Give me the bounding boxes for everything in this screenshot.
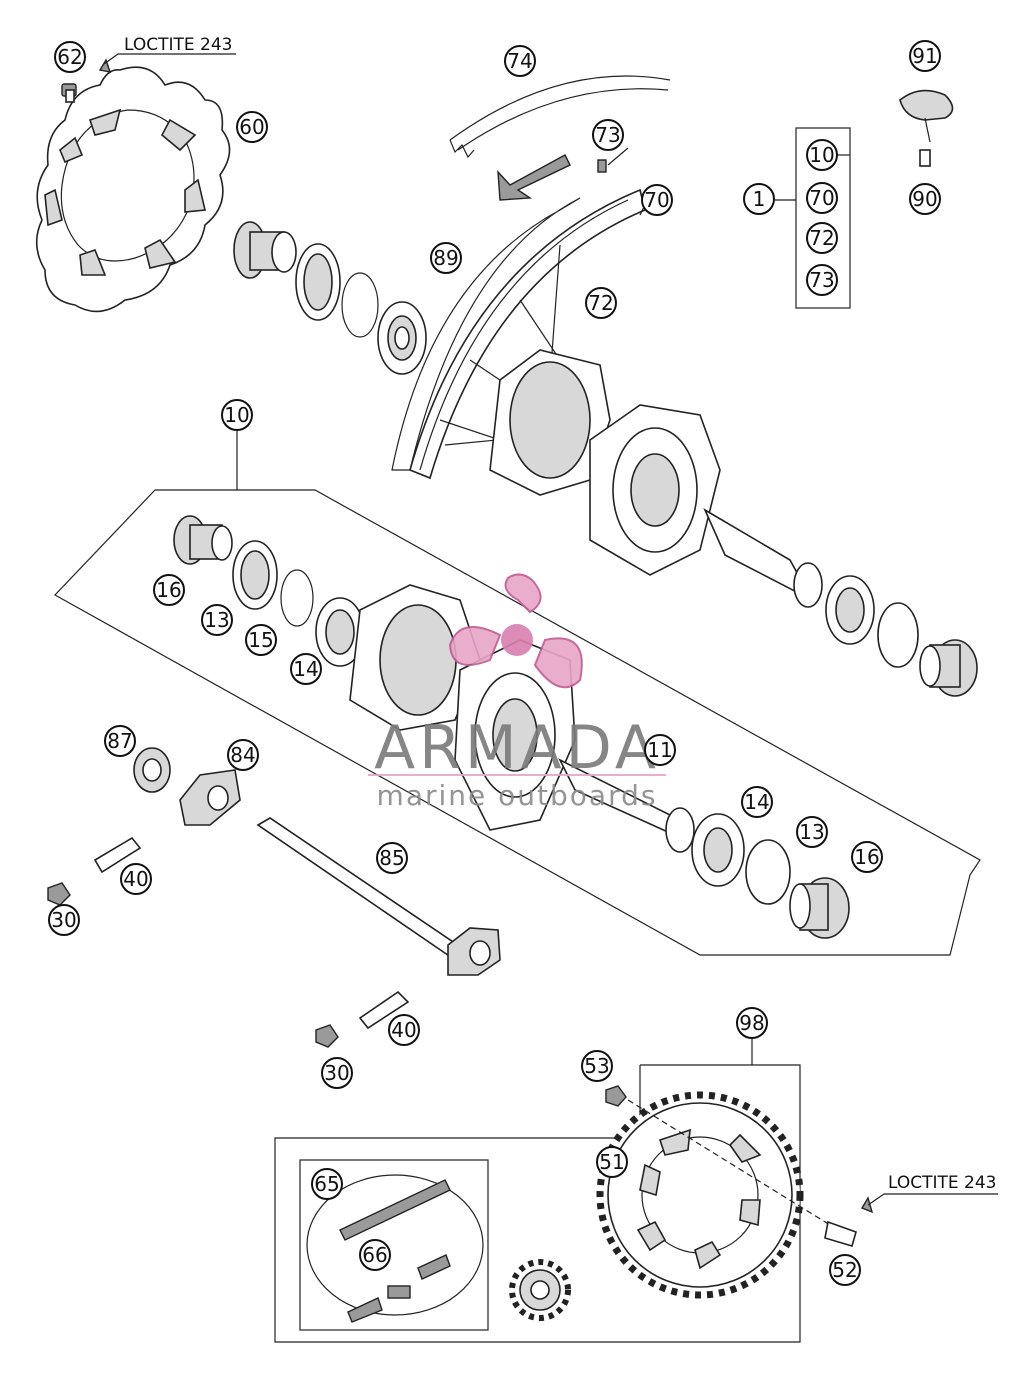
svg-text:85: 85 <box>379 846 404 870</box>
callout-k10: 10 <box>806 139 838 171</box>
loctite-note-top: LOCTITE 243 <box>124 35 233 55</box>
callout-c66: 66 <box>359 1239 391 1271</box>
svg-text:84: 84 <box>230 743 255 767</box>
propeller-petal-right <box>533 637 583 689</box>
loctite-leader-bottom <box>867 1193 998 1206</box>
small-parts-top-right <box>775 89 954 309</box>
callout-c90: 90 <box>909 183 941 215</box>
propeller-logo <box>448 573 583 689</box>
callout-c30b: 30 <box>321 1057 353 1089</box>
callout-c30a: 30 <box>48 904 80 936</box>
propeller-hub <box>501 624 533 656</box>
callout-c98: 98 <box>736 1007 768 1039</box>
callout-c65: 65 <box>311 1168 343 1200</box>
callout-c89: 89 <box>430 242 462 274</box>
svg-text:10: 10 <box>809 143 834 167</box>
kit-box-1 <box>795 127 851 309</box>
callout-c14b: 14 <box>741 786 773 818</box>
svg-text:89: 89 <box>433 246 458 270</box>
svg-text:90: 90 <box>912 187 937 211</box>
callout-c11: 11 <box>644 734 676 766</box>
watermark-brand: ARMADA <box>374 713 660 783</box>
lower-hub-components <box>173 515 850 939</box>
chain-box-65 <box>299 1159 489 1331</box>
svg-text:13: 13 <box>799 820 824 844</box>
svg-text:87: 87 <box>107 729 132 753</box>
svg-text:91: 91 <box>912 44 937 68</box>
callout-c60: 60 <box>236 111 268 143</box>
svg-text:14: 14 <box>293 657 318 681</box>
svg-text:11: 11 <box>647 738 672 762</box>
callout-c40b: 40 <box>388 1014 420 1046</box>
callout-c1: 1 <box>743 183 775 215</box>
watermark-tagline: marine outboards <box>377 779 658 812</box>
svg-text:98: 98 <box>739 1011 764 1035</box>
armada-watermark: ARMADA marine outboards <box>368 573 666 812</box>
callout-c91: 91 <box>909 40 941 72</box>
callout-c16b: 16 <box>851 841 883 873</box>
callout-c52: 52 <box>829 1254 861 1286</box>
upper-hub-components <box>233 221 427 375</box>
svg-text:51: 51 <box>599 1150 624 1174</box>
callout-c40a: 40 <box>120 863 152 895</box>
svg-text:60: 60 <box>239 115 264 139</box>
propeller-petal-top <box>504 573 542 614</box>
callout-k73: 73 <box>806 264 838 296</box>
svg-text:62: 62 <box>57 45 82 69</box>
loctite-leader-top <box>103 53 236 65</box>
callout-c53: 53 <box>581 1050 613 1082</box>
callout-c51: 51 <box>596 1146 628 1178</box>
callout-c10: 10 <box>221 399 253 431</box>
upper-hub-assembly <box>489 349 978 697</box>
svg-text:40: 40 <box>391 1018 416 1042</box>
propeller-petal-left <box>448 626 502 666</box>
loctite-note-bottom: LOCTITE 243 <box>888 1173 997 1193</box>
callout-c70a: 70 <box>641 184 673 216</box>
callout-c13b: 13 <box>796 816 828 848</box>
brake-disc-60 <box>35 58 231 313</box>
svg-text:30: 30 <box>51 908 76 932</box>
svg-text:70: 70 <box>644 188 669 212</box>
callout-c85: 85 <box>376 842 408 874</box>
callout-k70: 70 <box>806 182 838 214</box>
svg-text:1: 1 <box>753 187 766 211</box>
callout-c84: 84 <box>227 739 259 771</box>
svg-text:73: 73 <box>809 268 834 292</box>
svg-text:73: 73 <box>595 123 620 147</box>
svg-text:72: 72 <box>809 226 834 250</box>
svg-text:13: 13 <box>204 608 229 632</box>
svg-text:10: 10 <box>224 403 249 427</box>
drive-parts <box>274 1038 874 1343</box>
callout-c16a: 16 <box>153 574 185 606</box>
callout-k72: 72 <box>806 222 838 254</box>
svg-text:16: 16 <box>156 578 181 602</box>
svg-text:30: 30 <box>324 1061 349 1085</box>
svg-text:53: 53 <box>584 1054 609 1078</box>
callout-c15: 15 <box>245 624 277 656</box>
svg-text:66: 66 <box>362 1243 387 1267</box>
svg-text:40: 40 <box>123 867 148 891</box>
svg-text:65: 65 <box>314 1172 339 1196</box>
callout-c13a: 13 <box>201 604 233 636</box>
callout-c73a: 73 <box>592 119 624 151</box>
svg-text:70: 70 <box>809 186 834 210</box>
callout-c14a: 14 <box>290 653 322 685</box>
loctite-notes: LOCTITE 243 LOCTITE 243 <box>103 35 998 1206</box>
callout-c87: 87 <box>104 725 136 757</box>
svg-text:16: 16 <box>854 845 879 869</box>
svg-text:15: 15 <box>248 628 273 652</box>
svg-text:14: 14 <box>744 790 769 814</box>
callout-c62: 62 <box>54 41 86 73</box>
axle-parts <box>47 747 501 1048</box>
hub-kit-frame <box>54 489 981 956</box>
callout-c72a: 72 <box>585 287 617 319</box>
svg-text:74: 74 <box>507 49 532 73</box>
svg-text:72: 72 <box>588 291 613 315</box>
callout-c74: 74 <box>504 45 536 77</box>
svg-text:52: 52 <box>832 1258 857 1282</box>
